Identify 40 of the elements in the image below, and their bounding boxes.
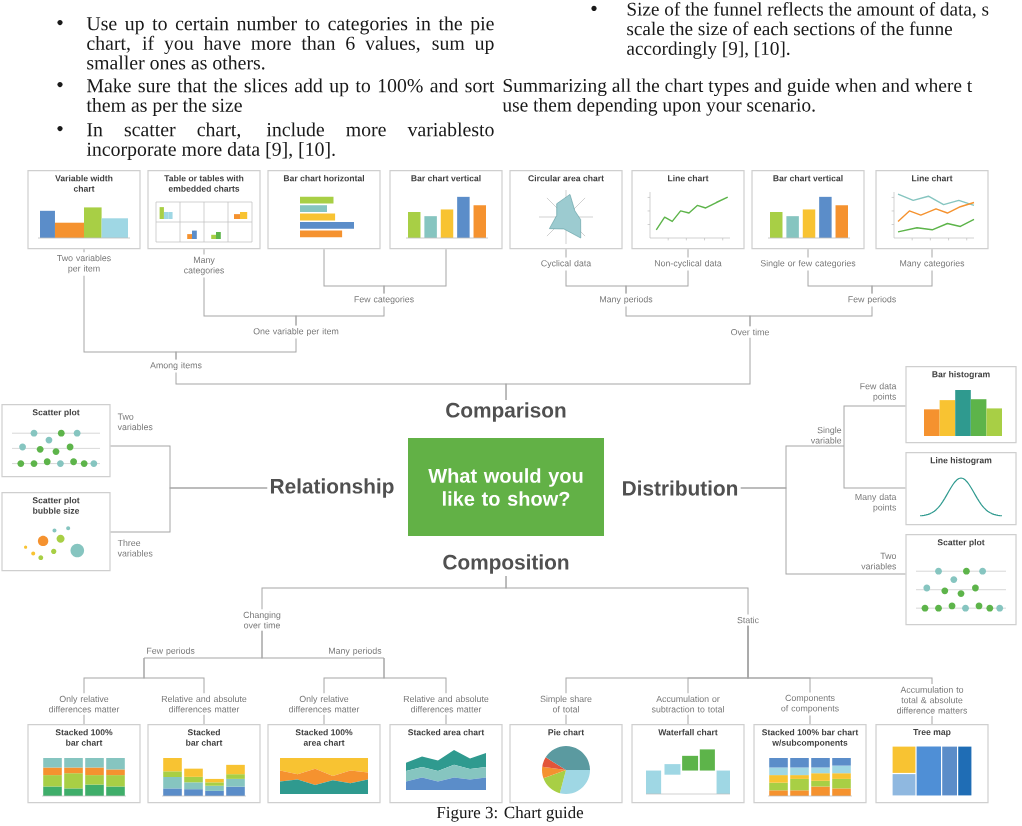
category-heading: Composition [443,554,569,574]
connector-line [807,248,809,258]
category-heading: Distribution [623,480,738,496]
connector-line [383,248,447,294]
connector-line [565,248,567,258]
category-heading: Relationship [271,478,394,498]
connector-line [809,715,811,725]
connector-line [203,714,205,725]
connector-line [505,575,749,615]
connector-line [931,715,933,725]
connector-line [871,270,933,294]
connector-line [687,714,689,725]
list-item: In scatter chart, include more variablesto incorporate more data [9], [10]. [86,122,494,160]
question-box: What would you like to show? [408,438,604,536]
connector-line [740,487,906,575]
paragraph: Summarizing all the chart types and guide when and where t use them depending upon your scenario. [502,78,973,116]
connector-line [83,714,85,725]
list-item: Use up to certain number to categories in the pie chart, if you have more than 6 values, sum up smaller ones as others. [86,16,494,70]
connector-line [110,487,268,533]
figure-caption: Figure 3: Chart guide [436,806,584,822]
category-heading: Comparison [446,402,566,422]
connector-line [625,270,689,294]
connector-line [505,337,751,401]
connector-line [143,657,205,694]
connector-line [295,306,385,326]
connector-line [323,714,325,725]
connector-line [843,445,906,489]
connector-line [203,248,205,255]
connector-line [843,405,906,447]
connector-line [931,248,933,258]
connector-line [261,630,385,659]
list-item: Make sure that the slices add up to 100% and sort them as per the size [86,78,495,116]
connector-line [445,714,447,725]
connector-line [565,714,567,725]
connector-line [747,625,933,685]
connector-line [749,306,873,327]
connector-line [383,657,447,694]
list-item: Size of the funnel reflects the amount of data, s scale the size of each sections of the funne accordingly [9], [10]. [627,2,989,59]
connector-line [175,338,297,360]
connector-line [687,248,689,258]
